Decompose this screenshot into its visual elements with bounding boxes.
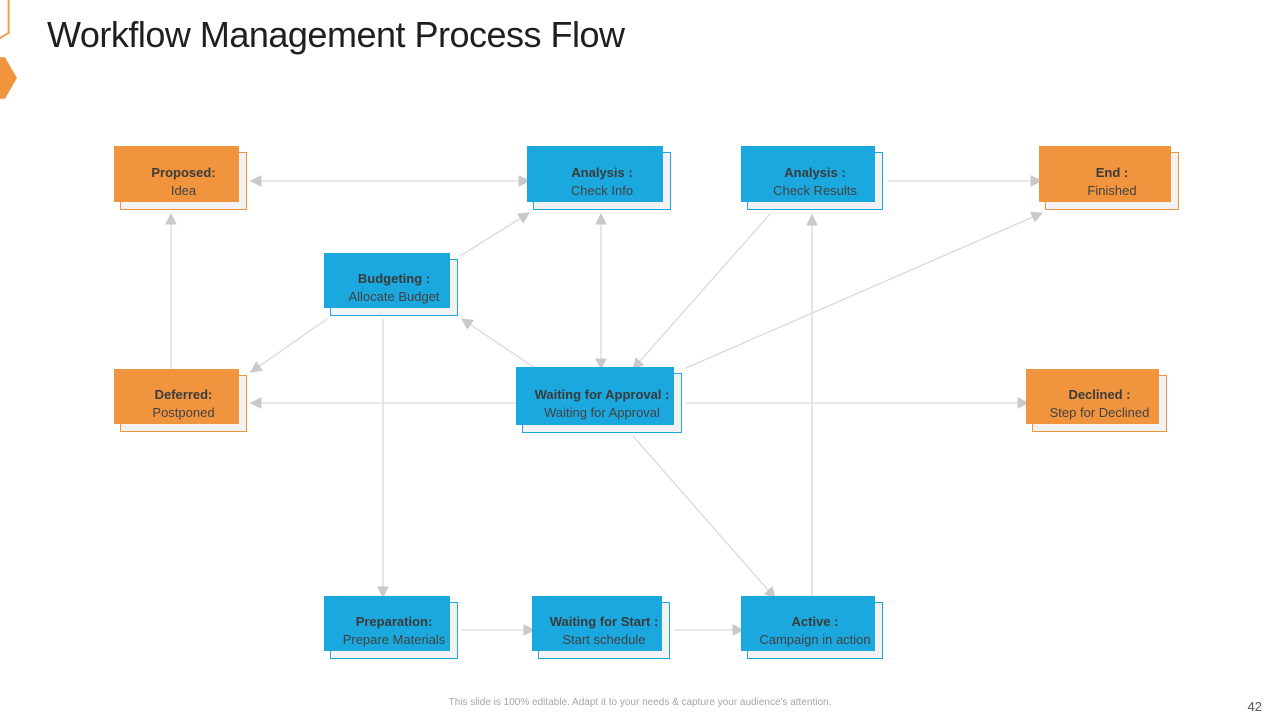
flow-node-subtitle: Check Results: [773, 182, 857, 198]
connector-waiting-approval-budgeting: [461, 318, 539, 371]
flow-node-title: Active :: [791, 614, 839, 629]
flow-node-title: Analysis :: [784, 164, 846, 180]
flow-node-title: Declined :: [1068, 387, 1131, 402]
flow-node-title: Preparation:: [355, 614, 433, 629]
connector-waiting-approval-active: [632, 435, 776, 599]
flow-node-waiting-approval[interactable]: Waiting for Approval : Waiting for Approv…: [516, 367, 682, 433]
flow-node-deferred[interactable]: Deferred: Postponed: [114, 369, 247, 432]
flow-node-title: Budgeting :: [357, 271, 431, 286]
flow-node-subtitle: Step for Declined: [1049, 405, 1150, 420]
flow-node-declined[interactable]: Declined : Step for Declined: [1026, 369, 1167, 432]
flow-node-proposed[interactable]: Proposed: Idea: [114, 146, 247, 210]
flow-node-title: Waiting for Approval :: [534, 386, 670, 402]
connector-waiting-approval-end: [685, 211, 1044, 369]
flow-node-title: Analysis :: [571, 164, 633, 180]
flow-node-subtitle: Prepare Materials: [342, 632, 446, 647]
flow-node-title: Proposed:: [151, 164, 216, 180]
flow-node-subtitle: Finished: [1087, 182, 1137, 198]
flow-node-preparation[interactable]: Preparation: Prepare Materials: [324, 596, 458, 659]
hexagon-decoration: [0, 0, 17, 99]
flow-node-budgeting[interactable]: Budgeting : Allocate Budget: [324, 253, 458, 316]
flow-node-subtitle: Allocate Budget: [348, 289, 440, 304]
page-number: 42: [1247, 699, 1262, 714]
flow-node-title: Deferred:: [154, 387, 213, 402]
hexagon-outline-decoration: [0, 0, 10, 40]
hexagon-filled-decoration: [0, 57, 17, 99]
footer-note: This slide is 100% editable. Adapt it to…: [448, 697, 832, 708]
flow-node-check-results[interactable]: Analysis : Check Results: [741, 146, 883, 210]
flow-node-waiting-start[interactable]: Waiting for Start : Start schedule: [532, 596, 670, 659]
flow-node-subtitle: Idea: [170, 182, 197, 198]
connector-check-results-waiting-approval: [632, 213, 771, 370]
flow-node-end[interactable]: End : Finished: [1039, 146, 1179, 210]
flow-node-title: End :: [1095, 164, 1129, 180]
flow-node-title: Waiting for Start :: [549, 614, 659, 629]
connector-budgeting-deferred: [250, 318, 328, 373]
flow-node-subtitle: Campaign in action: [759, 632, 871, 647]
flow-node-check-info[interactable]: Analysis : Check Info: [527, 146, 671, 210]
flow-node-subtitle: Start schedule: [562, 632, 646, 647]
flow-node-subtitle: Postponed: [152, 405, 215, 420]
connector-budgeting-check-info: [459, 212, 530, 257]
flow-node-subtitle: Check Info: [570, 182, 634, 198]
flow-node-active[interactable]: Active : Campaign in action: [741, 596, 883, 659]
page-title: Workflow Management Process Flow: [47, 14, 625, 55]
flow-node-subtitle: Waiting for Approval: [544, 404, 660, 420]
